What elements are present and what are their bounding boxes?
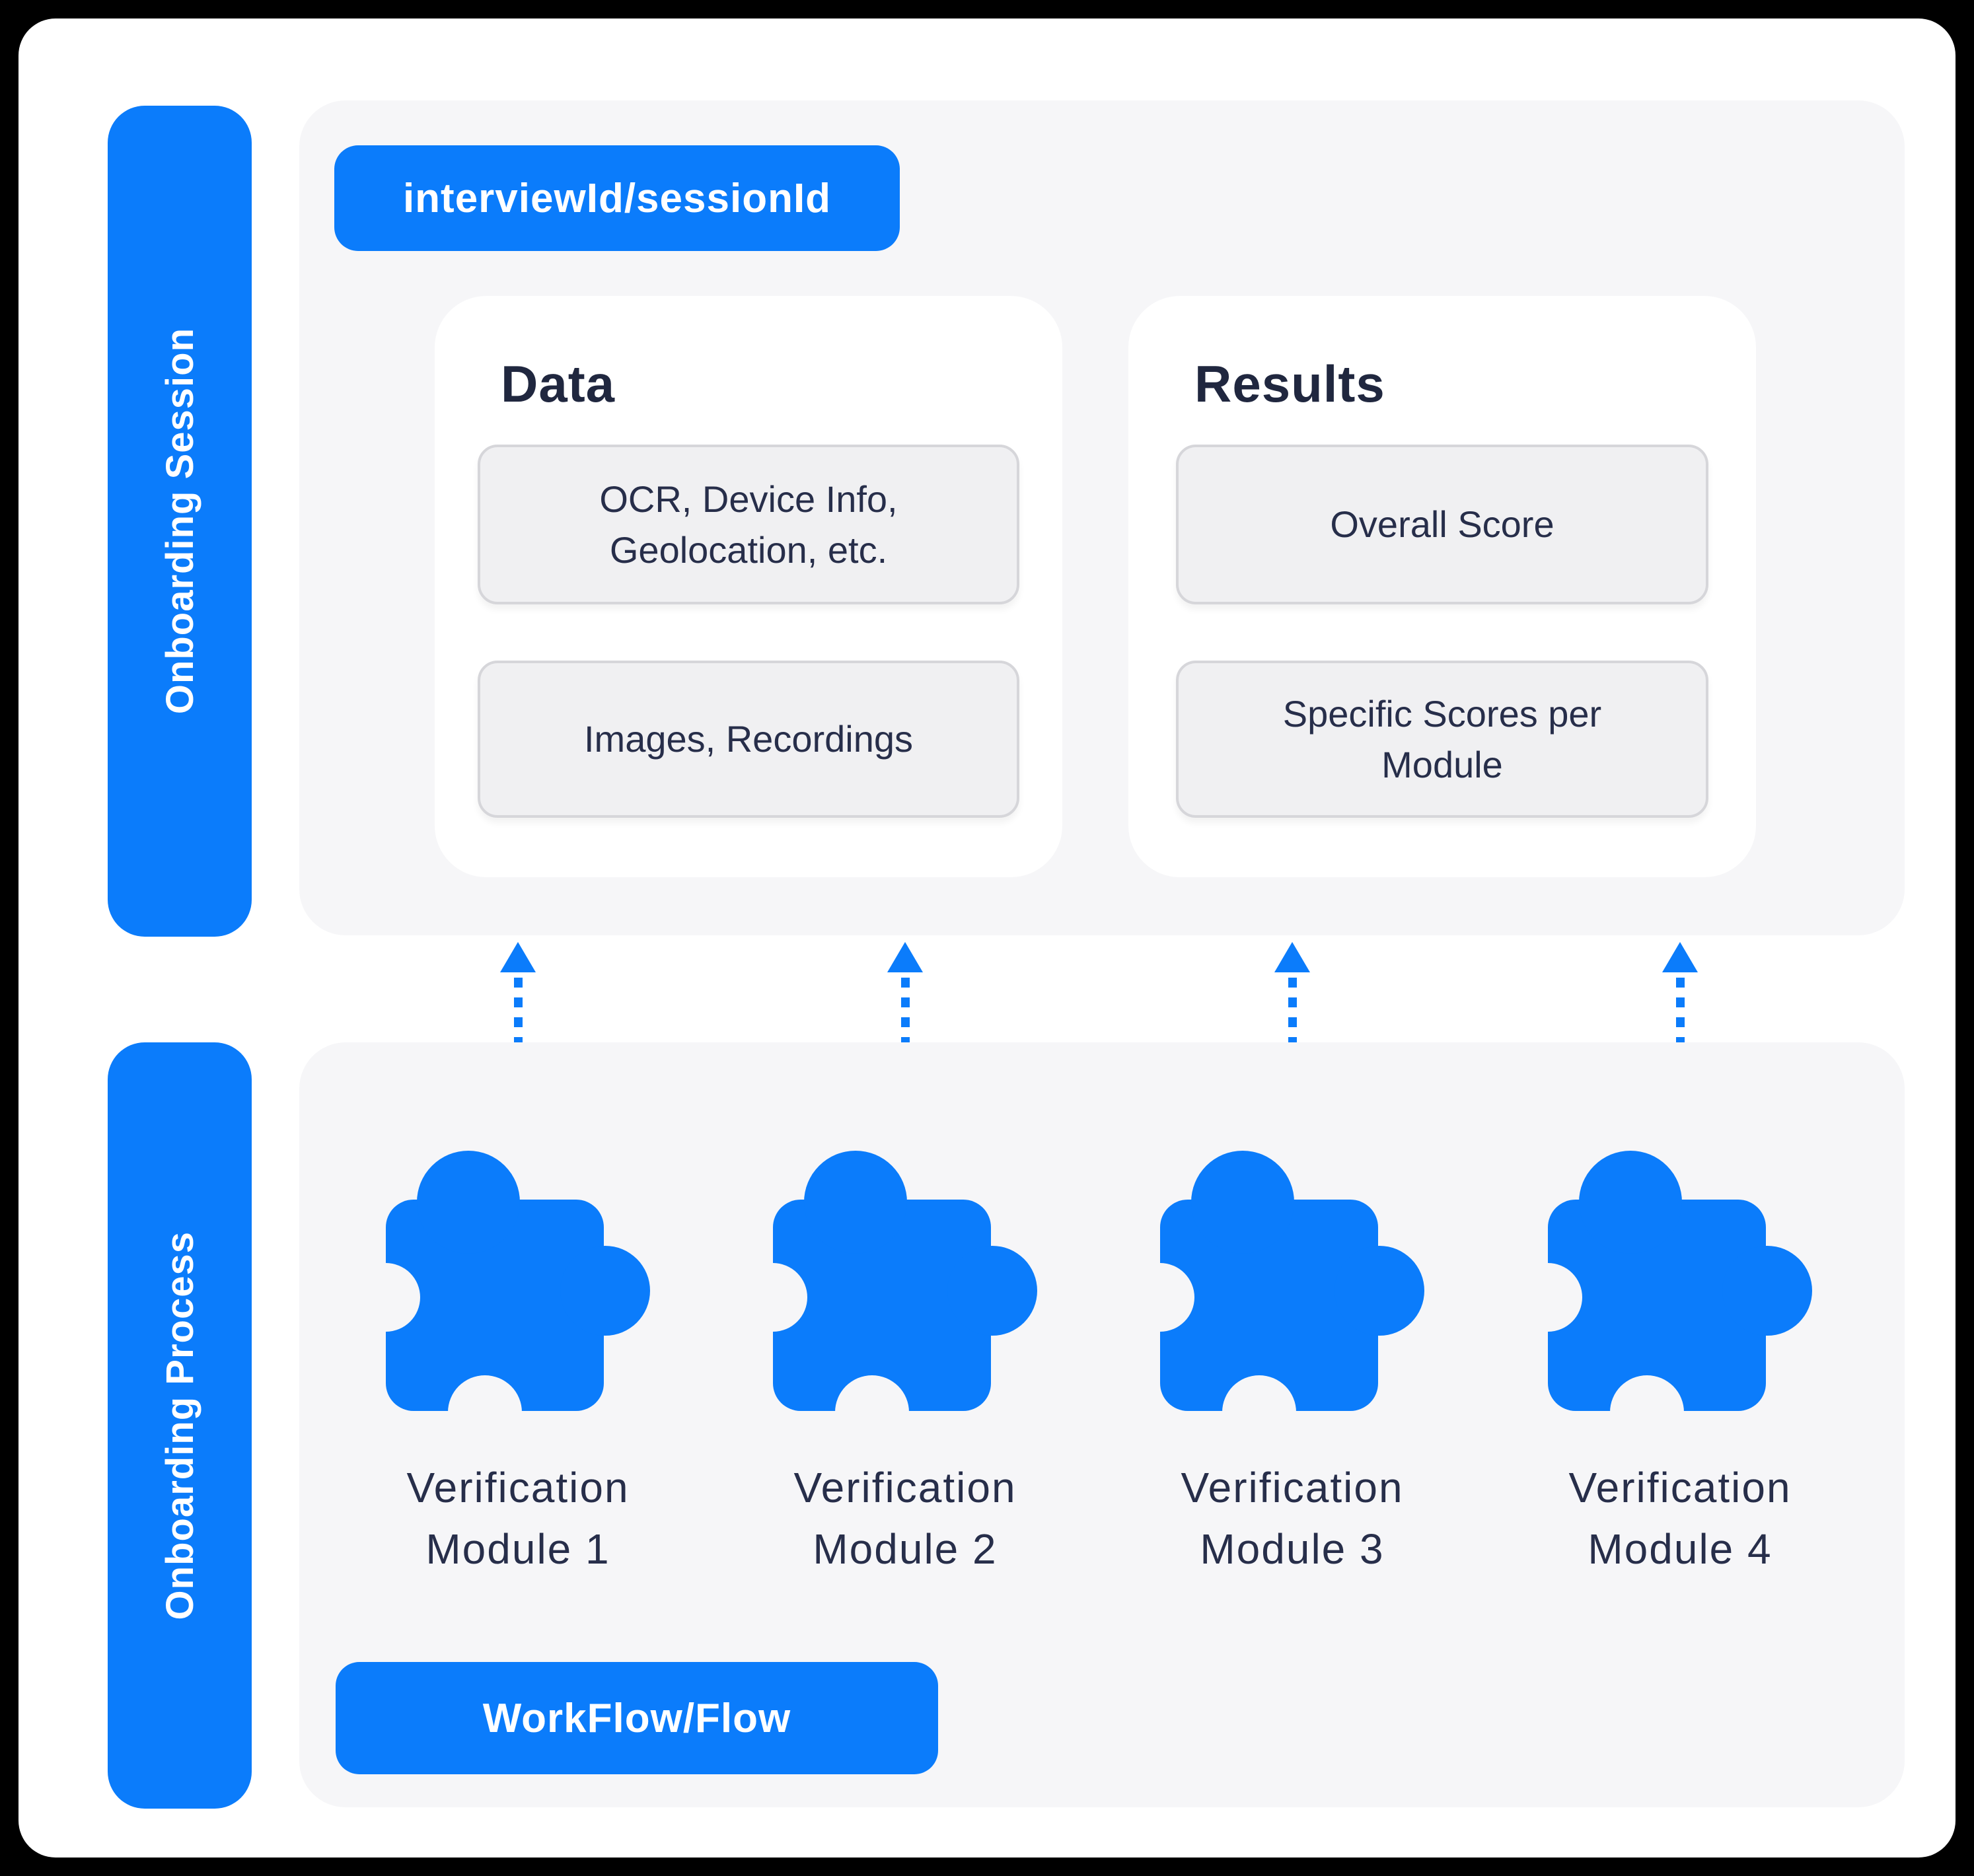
arrowhead-icon — [1662, 942, 1698, 972]
interview-id-badge: interviewId/sessionId — [334, 145, 900, 251]
module-label: Verification Module 2 — [793, 1464, 1017, 1573]
diagram-surface: Onboarding Session interviewId/sessionId… — [18, 18, 1956, 1858]
results-item-box: Specific Scores per Module — [1176, 661, 1708, 818]
arrowhead-icon — [887, 942, 923, 972]
puzzle-piece-icon — [379, 1151, 650, 1418]
results-item-box: Overall Score — [1176, 445, 1708, 604]
interview-id-badge-label: interviewId/sessionId — [402, 175, 832, 221]
puzzle-piece-icon — [1153, 1151, 1424, 1418]
results-card-title: Results — [1194, 355, 1385, 413]
data-item-box: Images, Recordings — [478, 661, 1019, 818]
module-label: Verification Module 1 — [406, 1464, 630, 1573]
data-card: Data OCR, Device Info, Geolocation, etc.… — [435, 296, 1062, 877]
puzzle-piece-icon — [1541, 1151, 1812, 1418]
results-card: Results Overall Score Specific Scores pe… — [1128, 296, 1756, 877]
workflow-badge-label: WorkFlow/Flow — [482, 1695, 791, 1741]
module-label: Verification Module 3 — [1181, 1464, 1404, 1573]
session-side-label: Onboarding Session — [158, 328, 201, 715]
process-side-label: Onboarding Process — [158, 1231, 201, 1620]
data-item-box: OCR, Device Info, Geolocation, etc. — [478, 445, 1019, 604]
data-card-title: Data — [501, 355, 616, 413]
arrowhead-icon — [500, 942, 536, 972]
arrowhead-icon — [1274, 942, 1310, 972]
puzzle-piece-icon — [766, 1151, 1037, 1418]
workflow-badge: WorkFlow/Flow — [336, 1662, 938, 1774]
session-side-pill: Onboarding Session — [108, 106, 252, 937]
module-label: Verification Module 4 — [1568, 1464, 1792, 1573]
process-side-pill: Onboarding Process — [108, 1042, 252, 1809]
